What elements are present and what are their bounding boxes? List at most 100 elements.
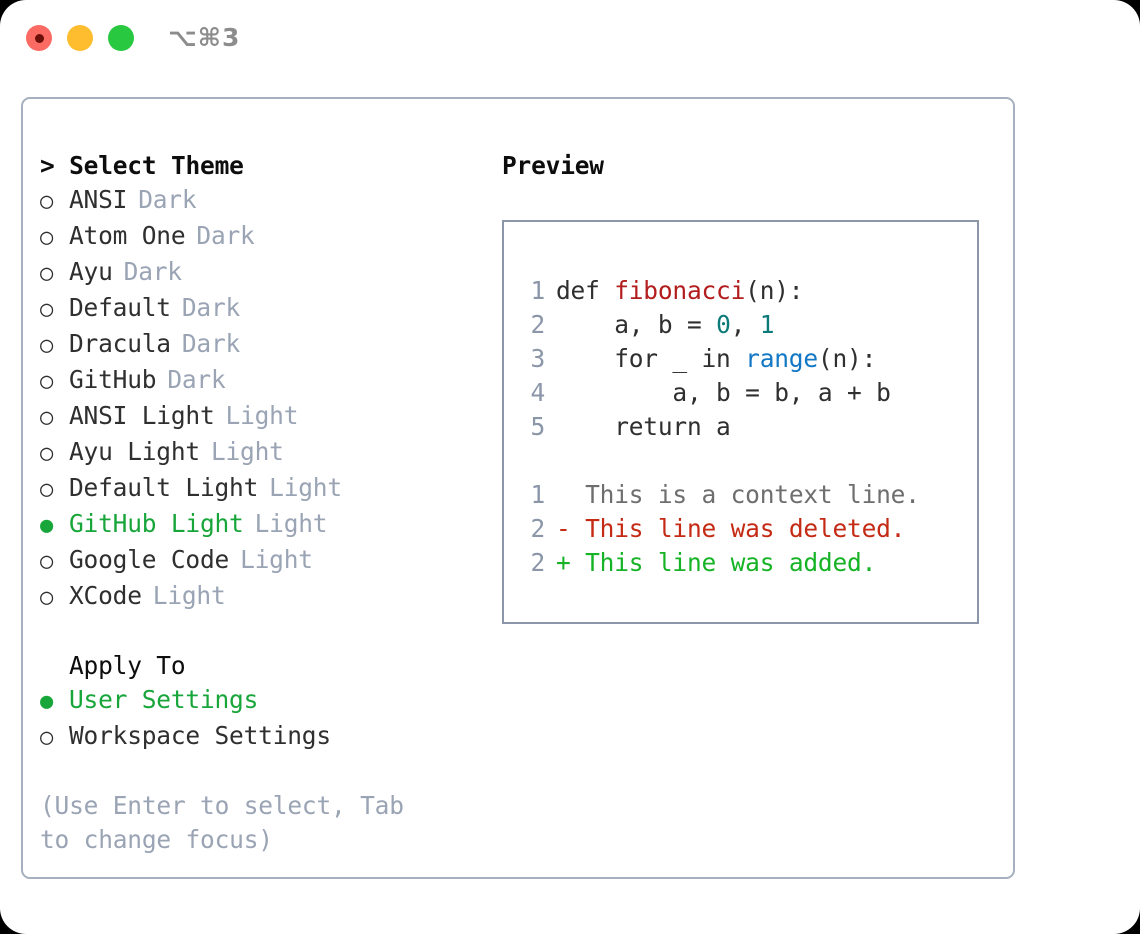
radio-unselected-icon: ○	[40, 405, 54, 430]
theme-list-item[interactable]: ○ Ayu Dark	[40, 255, 480, 291]
theme-name: GitHub Light	[69, 509, 244, 538]
zoom-window-button[interactable]	[108, 25, 134, 51]
code-token: 0	[716, 310, 731, 339]
apply-to-option[interactable]: ● User Settings	[40, 683, 480, 719]
theme-name: Ayu	[69, 257, 113, 286]
theme-name: Dracula	[69, 329, 171, 358]
radio-unselected-icon: ○	[40, 297, 54, 322]
diff-line: 2 + This line was added.	[523, 546, 920, 580]
code-line: 4 a, b = b, a + b	[523, 376, 920, 410]
title-bar: ⌥⌘3	[0, 0, 1140, 78]
code-token: ,	[730, 310, 760, 339]
theme-name: XCode	[69, 581, 142, 610]
radio-unselected-icon: ○	[40, 549, 54, 574]
theme-variant-tag: Light	[240, 545, 313, 574]
theme-name: GitHub	[69, 365, 157, 394]
line-number: 3	[530, 344, 545, 373]
radio-unselected-icon: ○	[40, 261, 54, 286]
diff-line: 2- This line was deleted.	[523, 512, 920, 546]
radio-unselected-icon: ○	[40, 585, 54, 610]
apply-to-option[interactable]: ○ Workspace Settings	[40, 719, 480, 755]
minimize-window-button[interactable]	[67, 25, 93, 51]
theme-list-item[interactable]: ○ Google Code Light	[40, 543, 480, 579]
theme-variant-tag: Light	[152, 581, 226, 610]
code-token: def	[556, 276, 615, 305]
radio-unselected-icon: ○	[40, 333, 54, 358]
code-line: 2 a, b = 0, 1	[523, 308, 920, 342]
code-token: return a	[556, 412, 731, 441]
diff-marker: -	[556, 514, 586, 543]
theme-list-item[interactable]: ○ ANSI Light Light	[40, 399, 480, 435]
keyboard-hint-text: (Use Enter to select, Tab to change focu…	[40, 791, 404, 854]
diff-marker: +	[556, 548, 586, 577]
select-theme-heading: > Select Theme	[40, 151, 244, 180]
line-number: 2	[530, 310, 545, 339]
theme-name: Default	[69, 293, 171, 322]
theme-variant-tag: Light	[269, 473, 342, 502]
code-diff-separator	[523, 444, 920, 478]
close-window-button[interactable]	[26, 25, 52, 51]
preview-heading: Preview	[502, 151, 604, 180]
radio-selected-icon: ●	[40, 689, 54, 714]
line-number: 1	[530, 276, 545, 305]
code-token: range	[745, 344, 818, 373]
code-token: a, b =	[556, 310, 717, 339]
radio-unselected-icon: ○	[40, 225, 54, 250]
theme-variant-tag: Light	[225, 401, 299, 430]
theme-list-item[interactable]: ○ Default Dark	[40, 291, 480, 327]
theme-name: Google Code	[69, 545, 230, 574]
apply-to-option-label: User Settings	[69, 685, 259, 714]
radio-unselected-icon: ○	[40, 477, 54, 502]
theme-variant-tag: Dark	[181, 293, 241, 322]
radio-unselected-icon: ○	[40, 441, 54, 466]
theme-variant-tag: Dark	[167, 365, 226, 394]
theme-list-item[interactable]: ○ Atom One Dark	[40, 219, 480, 255]
line-number: 1	[530, 480, 545, 509]
theme-list-item[interactable]: ○ XCode Light	[40, 579, 480, 615]
line-number: 5	[530, 412, 545, 441]
theme-variant-tag: Dark	[123, 257, 182, 286]
radio-selected-icon: ●	[40, 513, 54, 538]
theme-name: ANSI	[69, 185, 128, 214]
diff-text: This line was added.	[585, 548, 877, 577]
diff-text: This is a context line.	[585, 480, 920, 509]
line-number: 2	[530, 548, 545, 577]
code-token: a, b = b, a + b	[556, 378, 891, 407]
theme-list-item[interactable]: ○ ANSI Dark	[40, 183, 480, 219]
code-token: fibonacci	[614, 276, 746, 305]
theme-variant-tag: Dark	[138, 185, 197, 214]
code-token: for _ in	[556, 344, 746, 373]
radio-unselected-icon: ○	[40, 189, 54, 214]
diff-text: This line was deleted.	[585, 514, 906, 543]
radio-unselected-icon: ○	[40, 725, 54, 750]
theme-name: Atom One	[69, 221, 186, 250]
radio-unselected-icon: ○	[40, 369, 54, 394]
code-token: (n):	[745, 276, 804, 305]
theme-variant-tag: Dark	[196, 221, 255, 250]
apply-to-option-label: Workspace Settings	[69, 721, 331, 750]
keyboard-shortcut-label: ⌥⌘3	[168, 23, 241, 52]
line-number: 2	[530, 514, 545, 543]
theme-name: ANSI Light	[69, 401, 215, 430]
code-line: 3 for _ in range(n):	[523, 342, 920, 376]
apply-to-heading: Apply To	[69, 651, 186, 680]
diff-marker	[556, 478, 585, 512]
apply-to-options[interactable]: ● User Settings ○ Workspace Settings	[40, 683, 480, 755]
code-line: 1 def fibonacci(n):	[523, 274, 920, 308]
theme-list-item[interactable]: ● GitHub Light Light	[40, 507, 480, 543]
theme-list-item[interactable]: ○ GitHub Dark	[40, 363, 480, 399]
code-token: 1	[759, 310, 775, 339]
theme-name: Ayu Light	[69, 437, 200, 466]
theme-variant-tag: Light	[254, 509, 328, 538]
traffic-light-controls	[26, 25, 134, 51]
